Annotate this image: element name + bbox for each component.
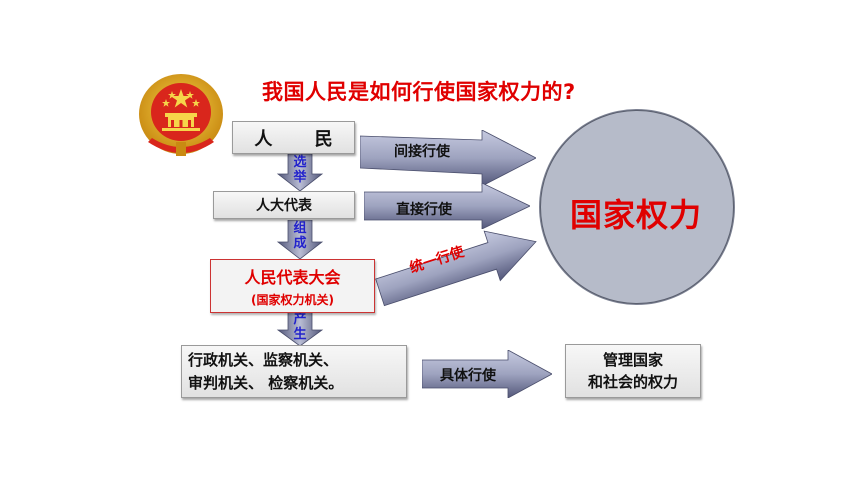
- arrow-down-elect: [276, 154, 324, 191]
- state-power-label: 国家权力: [569, 196, 702, 234]
- label-form-1: 组: [293, 221, 307, 236]
- state-organs-box: 行政机关、监察机关、 审判机关、 检察机关。: [181, 345, 407, 398]
- peoples-congress-box: 人民代表大会 (国家权力机关): [210, 259, 375, 313]
- label-produce-1: 产: [293, 312, 307, 327]
- organs-line-1: 行政机关、监察机关、: [188, 350, 339, 369]
- label-elect-2: 举: [293, 170, 307, 185]
- label-direct: 直接行使: [396, 202, 452, 218]
- arrow-indirect: [360, 130, 536, 186]
- people-box: 人 民: [232, 121, 355, 154]
- page-title: 我国人民是如何行使国家权力的?: [262, 80, 576, 104]
- arrow-down-form: [276, 220, 324, 259]
- arrow-unified: [375, 230, 537, 307]
- npc-deputies-box: 人大代表: [213, 191, 355, 219]
- organs-line-2: 审判机关、 检察机关。: [188, 373, 344, 392]
- label-concrete: 具体行使: [440, 368, 496, 384]
- manage-line-2: 和社会的权力: [587, 373, 678, 391]
- national-emblem-icon: [139, 74, 223, 156]
- label-form-2: 成: [293, 236, 307, 251]
- congress-title: 人民代表大会: [244, 268, 341, 287]
- arrow-concrete: [422, 350, 552, 398]
- congress-subtitle: (国家权力机关): [251, 293, 334, 307]
- label-elect-1: 选: [293, 155, 307, 170]
- label-indirect: 间接行使: [394, 144, 450, 160]
- arrow-down-produce: [276, 312, 324, 346]
- arrow-direct: [364, 183, 530, 229]
- management-power-box: 管理国家 和社会的权力: [565, 344, 701, 398]
- state-power-circle: [540, 110, 734, 304]
- label-produce-2: 生: [293, 327, 307, 342]
- manage-line-1: 管理国家: [602, 351, 663, 369]
